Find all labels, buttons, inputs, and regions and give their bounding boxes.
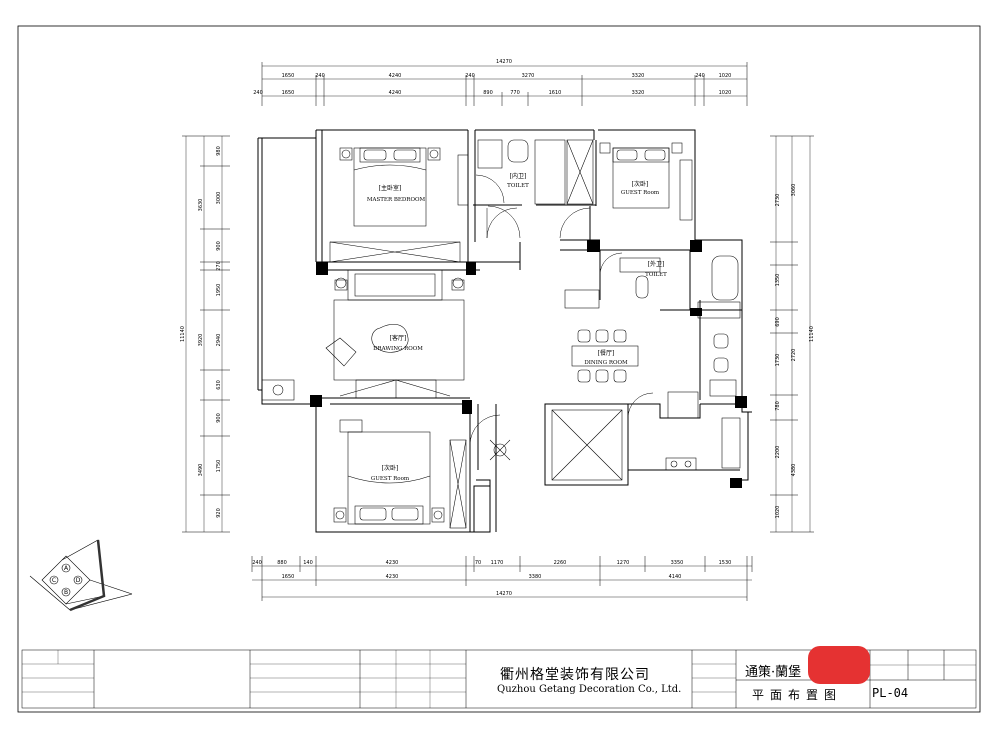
room-label-toilet-in-cn: [内卫]	[510, 172, 527, 180]
dim-label: 3060	[791, 184, 797, 197]
dim-right-total: 11140	[809, 326, 815, 342]
dim-label: 1020	[719, 73, 732, 79]
dim-label: 70	[475, 560, 481, 566]
redaction-mark	[808, 646, 870, 684]
compass-letter-d: D	[76, 577, 81, 584]
dim-label: 240	[252, 560, 262, 566]
dim-label: 240	[465, 73, 475, 79]
room-labels: [主卧室] MASTER BEDROOM [内卫] TOILET [次卧] GU…	[367, 172, 667, 482]
dim-label: 3320	[632, 90, 645, 96]
dimension-bottom-labels: 240 880 140 4230 70 1170 2260 1270 3350 …	[252, 560, 731, 597]
dim-label: 1730	[775, 354, 781, 367]
dim-label: 3320	[632, 73, 645, 79]
room-label-living-en: DRAWING ROOM	[373, 346, 423, 352]
dim-label: 1650	[282, 73, 295, 79]
dim-label: 1610	[549, 90, 562, 96]
dim-label: 1750	[216, 460, 222, 473]
dimension-top	[261, 62, 748, 106]
sheet-title: 平面布置图	[752, 688, 843, 702]
dim-label: 1020	[719, 90, 732, 96]
dim-label: 3920	[198, 334, 204, 347]
dim-label: 270	[216, 261, 222, 271]
room-label-guest-top-cn: [次卧]	[632, 180, 649, 188]
compass-letter-b: B	[64, 589, 68, 596]
columns	[310, 240, 747, 488]
dim-label: 2720	[791, 349, 797, 362]
dim-label: 1650	[282, 574, 295, 580]
room-label-master-cn: [主卧室]	[379, 184, 402, 192]
dim-label: 1170	[491, 560, 504, 566]
room-label-dining-cn: [餐厅]	[598, 349, 615, 357]
dim-label: 4240	[389, 90, 402, 96]
room-label-toilet-out-en: TOILET	[645, 272, 667, 278]
dim-label: 900	[216, 413, 222, 423]
room-label-living-cn: [客厅]	[390, 334, 407, 342]
dimension-right-labels: 11140 3060 2720 4380 2730 1350 690 1730 …	[775, 184, 815, 519]
room-label-toilet-out-cn: [外卫]	[648, 260, 665, 268]
dim-bottom-total: 14270	[496, 591, 512, 597]
dim-label: 4230	[386, 560, 399, 566]
furniture	[261, 139, 741, 529]
dim-label: 1530	[719, 560, 732, 566]
dim-label: 4380	[791, 464, 797, 477]
dim-top-total: 14270	[496, 59, 512, 65]
dim-label: 1270	[617, 560, 630, 566]
dim-label: 4230	[386, 574, 399, 580]
dim-label: 140	[303, 560, 313, 566]
dim-label: 240	[253, 90, 263, 96]
company-name-cn: 衢州格堂装饰有限公司	[500, 667, 650, 683]
compass-letter-c: C	[52, 577, 56, 584]
room-label-guest-bottom-en: GUEST Room	[371, 476, 410, 482]
dim-label: 900	[216, 241, 222, 251]
room-label-dining-en: DINING ROOM	[584, 360, 628, 366]
room-label-guest-top-en: GUEST Room	[621, 190, 660, 196]
dim-label: 920	[216, 508, 222, 518]
dim-label: 1020	[775, 506, 781, 519]
dimension-right	[770, 135, 814, 533]
dim-label: 3380	[529, 574, 542, 580]
company-name-en: Quzhou Getang Decoration Co., Ltd.	[497, 684, 682, 695]
dim-label: 890	[483, 90, 493, 96]
title-block-frame	[21, 649, 977, 709]
dim-label: 3270	[522, 73, 535, 79]
room-label-master-en: MASTER BEDROOM	[367, 197, 426, 203]
dim-left-total: 11140	[180, 326, 186, 342]
dim-label: 3630	[198, 199, 204, 212]
dim-label: 880	[277, 560, 287, 566]
sheet-number: PL-04	[872, 686, 909, 700]
compass-symbol	[29, 539, 133, 612]
dim-label: 4240	[389, 73, 402, 79]
dimension-left	[182, 135, 230, 533]
walls	[257, 129, 752, 533]
dim-label: 2940	[216, 334, 222, 347]
dim-label: 980	[216, 146, 222, 156]
dim-label: 3350	[671, 560, 684, 566]
dim-label: 240	[315, 73, 325, 79]
drawing-border	[17, 25, 981, 713]
dim-label: 1350	[775, 274, 781, 287]
dim-label: 240	[695, 73, 705, 79]
dim-label: 2260	[554, 560, 567, 566]
dim-label: 3490	[198, 464, 204, 477]
dimension-left-labels: 11140 3630 3920 3490 980 3000 900 270 19…	[180, 146, 222, 518]
dimension-top-labels: 14270 1650 240 4240 240 3270 3320 240 10…	[253, 59, 731, 96]
dim-label: 630	[216, 380, 222, 390]
dim-label: 2730	[775, 194, 781, 207]
dimension-bottom	[251, 556, 753, 601]
room-label-toilet-in-en: TOILET	[507, 183, 529, 189]
doors	[321, 140, 654, 446]
dim-label: 1650	[282, 90, 295, 96]
room-label-guest-bottom-cn: [次卧]	[382, 464, 399, 472]
project-name: 通策·蘭堡	[745, 665, 802, 680]
dim-label: 690	[775, 317, 781, 327]
dim-label: 780	[775, 401, 781, 411]
dim-label: 1950	[216, 284, 222, 297]
dim-label: 770	[510, 90, 520, 96]
compass-letter-a: A	[64, 565, 69, 572]
compass-letters: A B C D	[52, 565, 81, 596]
dim-label: 2200	[775, 446, 781, 459]
dim-label: 3000	[216, 192, 222, 205]
dim-label: 4140	[669, 574, 682, 580]
